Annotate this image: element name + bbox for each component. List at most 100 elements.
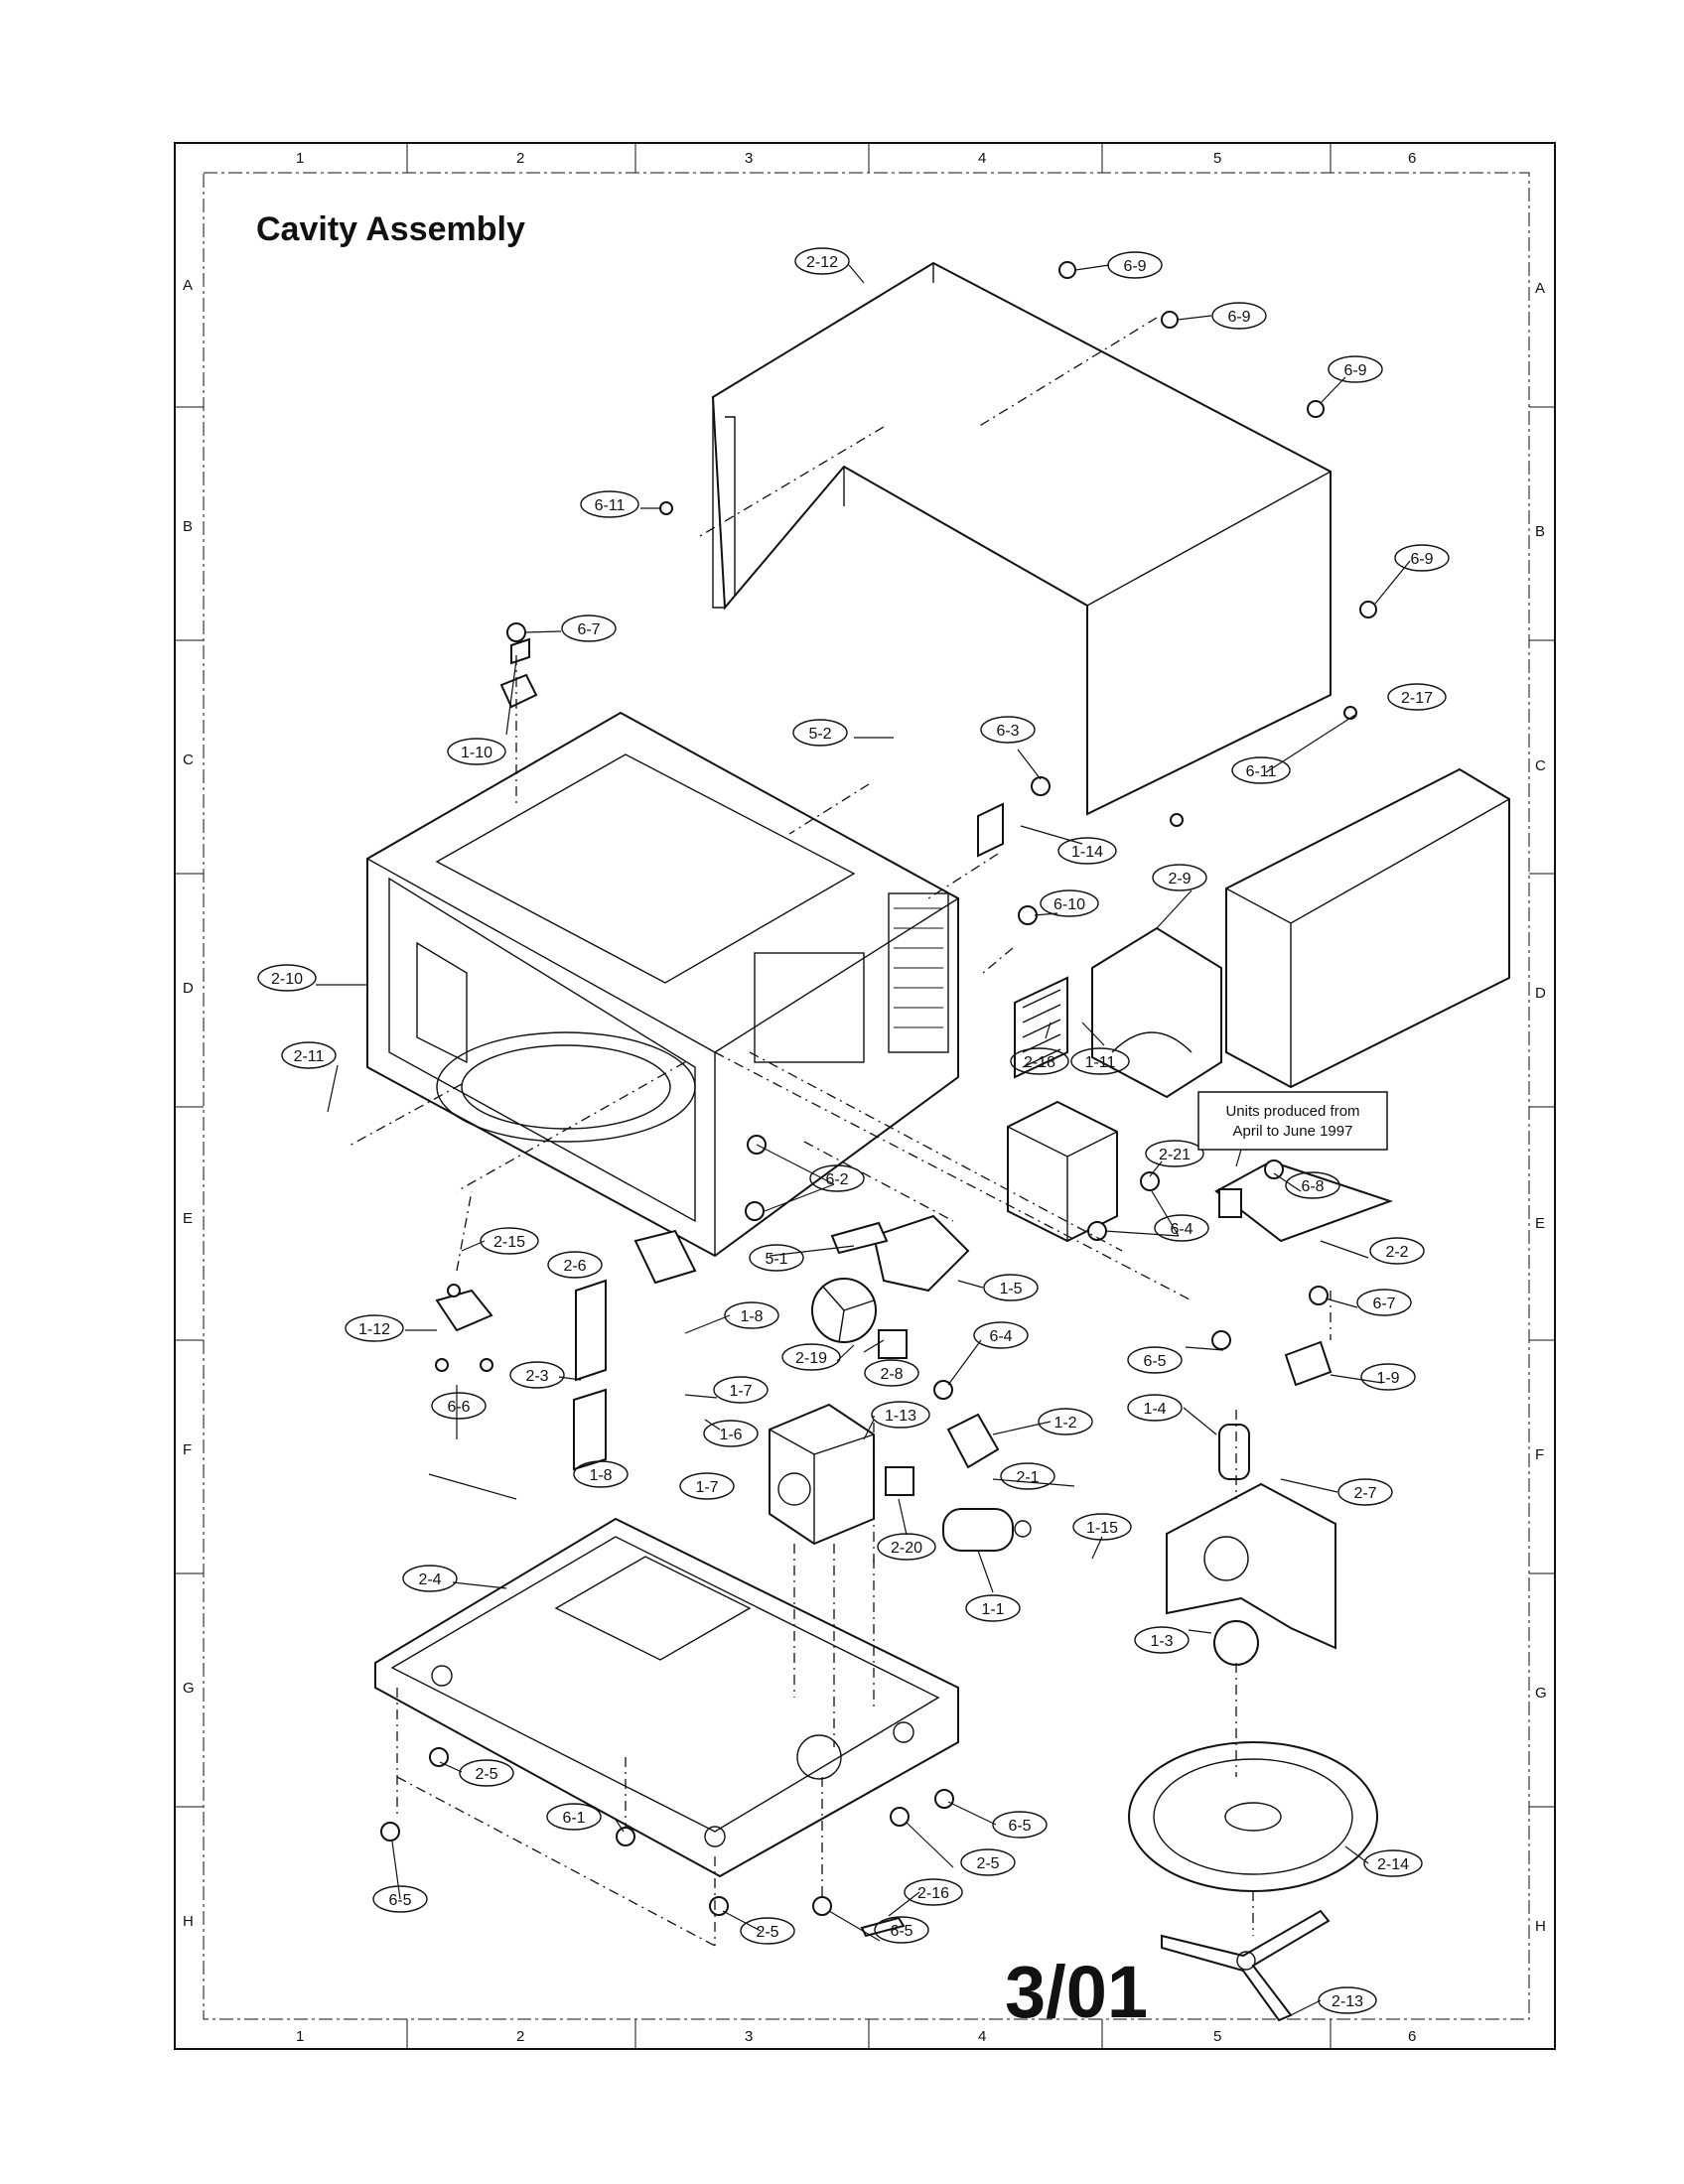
callout-2-13: 2-13	[1318, 1986, 1377, 2014]
callout-label: 2-19	[795, 1350, 827, 1367]
grid-row-right-c: C	[1535, 757, 1546, 774]
vent-mesh	[1014, 976, 1068, 1079]
callout-1-12: 1-12	[345, 1314, 404, 1342]
callout-1-11: 1-11	[1070, 1047, 1130, 1075]
callout-label: 2-7	[1353, 1485, 1376, 1502]
callout-2-1: 2-1	[1000, 1462, 1055, 1490]
grid-col-bottom-4: 4	[978, 2028, 986, 2045]
callout-1-7: 1-7	[713, 1376, 769, 1404]
callout-label: 6-5	[890, 1923, 912, 1940]
callout-label: 2-5	[475, 1766, 497, 1783]
callout-label: 6-3	[996, 723, 1019, 740]
callout-6-8: 6-8	[1285, 1171, 1340, 1199]
callout-1-15: 1-15	[1072, 1513, 1132, 1541]
callout-label: 1-10	[461, 745, 492, 761]
callout-label: 1-8	[589, 1467, 612, 1484]
callout-label: 2-12	[806, 254, 838, 271]
callout-label: 2-14	[1377, 1856, 1409, 1873]
callout-1-5: 1-5	[983, 1274, 1039, 1301]
grid-row-right-b: B	[1535, 523, 1545, 540]
callout-1-4: 1-4	[1127, 1394, 1183, 1422]
fan-duct	[1091, 926, 1222, 1099]
callout-label: 2-15	[493, 1234, 525, 1251]
callout-1-10: 1-10	[447, 738, 506, 765]
grid-row-left-c: C	[183, 751, 194, 768]
callout-label: 1-15	[1086, 1520, 1118, 1537]
callout-label: 1-13	[885, 1408, 916, 1425]
grid-col-top-4: 4	[978, 150, 986, 167]
grid-row-right-a: A	[1535, 280, 1545, 297]
callout-1-6: 1-6	[703, 1420, 759, 1447]
callout-label: 6-5	[388, 1892, 411, 1909]
base-plate	[374, 1517, 959, 1878]
production-note: Units produced from April to June 1997	[1197, 1091, 1388, 1167]
callout-1-1: 1-1	[965, 1594, 1021, 1622]
callout-2-9: 2-9	[1152, 864, 1207, 891]
callout-2-8: 2-8	[864, 1359, 919, 1387]
callout-2-11: 2-11	[281, 1041, 337, 1069]
callout-2-5: 2-5	[740, 1917, 795, 1945]
grid-row-left-g: G	[183, 1680, 195, 1697]
callout-label: 2-5	[756, 1924, 778, 1941]
callout-6-11: 6-11	[1231, 756, 1291, 784]
roller-support	[1161, 1909, 1331, 2022]
grid-ticks	[175, 143, 1555, 2049]
callout-2-19: 2-19	[781, 1343, 841, 1371]
callout-2-5: 2-5	[459, 1759, 514, 1787]
callout-2-7: 2-7	[1337, 1478, 1393, 1506]
callout-6-9: 6-9	[1394, 544, 1450, 572]
callout-2-18: 2-18	[1010, 1047, 1069, 1075]
grid-col-bottom-3: 3	[745, 2028, 753, 2045]
callout-label: 6-7	[577, 621, 600, 638]
oven-cavity	[366, 711, 959, 1258]
callout-label: 6-7	[1372, 1296, 1395, 1312]
callout-5-1: 5-1	[749, 1244, 804, 1272]
grid-row-left-b: B	[183, 518, 193, 535]
callout-label: 2-1	[1016, 1469, 1039, 1486]
grid-col-bottom-1: 1	[296, 2028, 304, 2045]
magnetron	[1007, 1100, 1118, 1243]
grid-col-top-3: 3	[745, 150, 753, 167]
callout-label: 2-11	[294, 1048, 325, 1065]
note-line-1: Units produced from	[1225, 1103, 1359, 1120]
callout-label: 2-5	[976, 1855, 999, 1872]
note-line-2: April to June 1997	[1233, 1123, 1353, 1140]
callout-1-9: 1-9	[1360, 1363, 1416, 1391]
callout-label: 1-1	[981, 1601, 1004, 1618]
outer-frame	[174, 142, 1556, 2050]
callout-6-9: 6-9	[1211, 302, 1267, 330]
callout-2-2: 2-2	[1369, 1237, 1425, 1265]
callout-label: 1-14	[1071, 844, 1103, 861]
callout-6-5: 6-5	[992, 1811, 1048, 1839]
callout-2-6: 2-6	[547, 1251, 603, 1279]
callout-6-5: 6-5	[874, 1916, 929, 1944]
diagram-title: Cavity Assembly	[256, 210, 525, 248]
callout-label: 2-2	[1385, 1244, 1408, 1261]
callout-label: 2-18	[1024, 1054, 1055, 1071]
grid-col-top-1: 1	[296, 150, 304, 167]
small-parts	[435, 637, 1394, 1938]
callout-label: 6-11	[1246, 763, 1277, 780]
callout-label: 5-1	[765, 1251, 787, 1268]
callout-6-5: 6-5	[372, 1885, 428, 1913]
callout-6-9: 6-9	[1107, 251, 1163, 279]
callouts: 2-12 6-9 6-9 6-9 6-9 6-11 6-11 6-7 1-10 …	[257, 247, 1450, 2014]
grid-row-left-d: D	[183, 980, 194, 997]
callout-6-7: 6-7	[561, 614, 617, 642]
callout-label: 2-17	[1401, 690, 1433, 707]
callout-label: 2-3	[525, 1368, 548, 1385]
callout-label: 6-9	[1227, 309, 1250, 326]
grid-col-top-2: 2	[516, 150, 524, 167]
callout-label: 6-5	[1143, 1353, 1166, 1370]
callout-label: 1-7	[729, 1383, 752, 1400]
callout-2-14: 2-14	[1363, 1849, 1423, 1877]
grid-labels: 1 2 3 4 5 6 1 2 3 4 5 6 A B C D E F G H …	[183, 150, 1547, 2045]
callout-2-17: 2-17	[1387, 683, 1447, 711]
callout-label: 6-10	[1053, 896, 1085, 913]
callout-2-4: 2-4	[402, 1565, 458, 1592]
leader-lines	[347, 317, 1332, 1947]
callout-6-10: 6-10	[1040, 889, 1099, 917]
callout-6-9: 6-9	[1328, 355, 1383, 383]
callout-label: 6-5	[1008, 1818, 1031, 1835]
